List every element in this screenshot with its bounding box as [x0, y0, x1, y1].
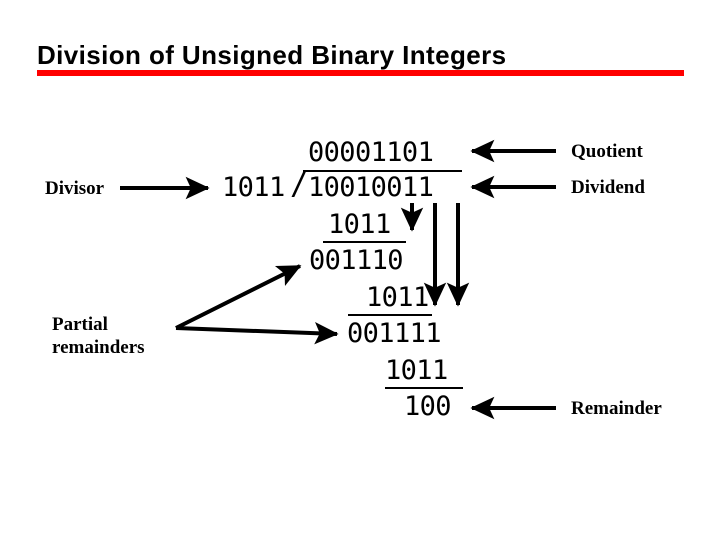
label-divisor: Divisor — [45, 178, 105, 199]
title-underline-rule — [37, 70, 684, 76]
subtrahend-2-digits: 1011 — [366, 282, 429, 313]
subtrahend-1-underline — [323, 241, 406, 243]
divisor-digits: 1011 — [222, 172, 285, 203]
subtrahend-2-underline — [348, 314, 432, 316]
subtrahend-1-digits: 1011 — [328, 209, 391, 240]
subtrahend-3-underline — [385, 387, 463, 389]
arrow-partial-remainder-1 — [175, 264, 302, 330]
quotient-digits: 00001101 — [308, 137, 434, 168]
page-title: Division of Unsigned Binary Integers — [37, 40, 507, 70]
label-partial-remainders: Partial remainders — [52, 314, 145, 358]
label-quotient: Quotient — [571, 141, 643, 162]
label-dividend: Dividend — [571, 177, 645, 198]
division-vinculum — [303, 170, 462, 172]
partial-remainder-1-digits: 001110 — [309, 245, 404, 276]
division-slash: / — [290, 167, 308, 202]
label-remainder: Remainder — [571, 398, 662, 419]
arrow-partial-remainder-2 — [175, 321, 339, 345]
partial-remainder-2-digits: 001111 — [347, 318, 442, 349]
subtrahend-3-digits: 1011 — [385, 355, 448, 386]
dividend-digits: 10010011 — [308, 172, 434, 203]
remainder-digits: 100 — [404, 391, 452, 422]
